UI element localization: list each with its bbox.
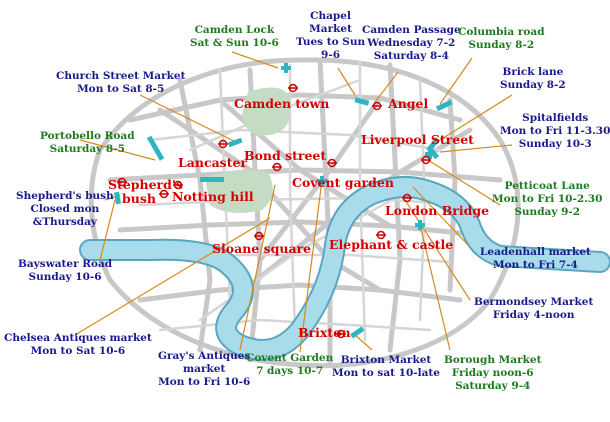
market-bar-icon (146, 135, 165, 161)
tube-roundel-icon (402, 193, 412, 203)
market-bar-icon (350, 326, 365, 339)
tube-roundel-icon (421, 155, 431, 165)
market-bar-icon (200, 177, 224, 182)
market-chelsea-antiques: Chelsea Antiques market Mon to Sat 10-6 (4, 332, 152, 357)
market-bar-icon (227, 137, 243, 148)
tube-roundel-icon (173, 180, 183, 190)
place-brixton: Brixton (298, 325, 351, 340)
market-cross-icon (425, 152, 435, 156)
tube-roundel-icon (117, 177, 127, 187)
market-bar-icon (354, 97, 370, 106)
place-covent-garden: Covent garden (292, 175, 394, 190)
market-columbia-road: Columbia road Sunday 8-2 (458, 26, 545, 51)
market-bar-icon (114, 191, 122, 205)
tube-roundel-icon (288, 83, 298, 93)
market-cross-icon (281, 66, 291, 70)
tube-stations (117, 83, 431, 339)
tube-roundel-icon (159, 189, 169, 199)
tube-roundel-icon (327, 158, 337, 168)
place-elephant-castle: Elephant & castle (329, 237, 454, 252)
tube-roundel-icon (336, 329, 346, 339)
tube-roundel-icon (372, 101, 382, 111)
market-cross-icon (415, 223, 425, 227)
market-portobello-road: Portobello Road Saturday 8-5 (40, 130, 135, 155)
place-london-bridge: London Bridge (385, 203, 490, 218)
place-angel: Angel (388, 96, 429, 111)
tube-roundel-icon (254, 231, 264, 241)
market-markers (114, 63, 453, 339)
place-stepherds-bush: Stepherd's bush (108, 177, 183, 206)
market-camden-lock: Camden Lock Sat & Sun 10-6 (190, 24, 279, 49)
market-covent-garden: Covent Garden 7 days 10-7 (246, 352, 334, 377)
tube-roundel-icon (376, 230, 386, 240)
tube-roundel-icon (218, 139, 228, 149)
market-borough: Borough Market Friday noon-6 Saturday 9-… (444, 354, 542, 392)
regents-park (242, 87, 291, 136)
river-thames-water (81, 177, 609, 359)
place-camden-town: Camden town (234, 96, 330, 111)
market-brick-lane: Brick lane Sunday 8-2 (500, 66, 566, 91)
place-lancaster: Lancaster (178, 155, 248, 170)
market-chapel: Chapel Market Tues to Sun 9-6 (296, 10, 366, 61)
place-liverpool-street: Liverpool Street (361, 132, 474, 147)
tube-roundel-icon (272, 162, 282, 172)
place-sloane-square: Sloane square (212, 241, 312, 256)
leader-lines (74, 51, 513, 353)
market-church-street: Church Street Market Mon to Sat 8-5 (56, 70, 186, 95)
market-bermondsey: Bermondsey Market Friday 4-noon (474, 296, 594, 321)
place-notting-hill: Notting hill (172, 189, 254, 204)
market-bayswater-road: Bayswater Road Sunday 10-6 (18, 258, 113, 283)
market-grays-antiques: Gray's Antiques market Mon to Fri 10-6 (158, 350, 251, 388)
place-bond-street: Bond street (244, 148, 327, 163)
market-cross-icon (317, 179, 327, 183)
market-spitalfields: Spitalfields Mon to Fri 11-3.30 Sunday 1… (500, 112, 610, 150)
market-bar-icon (435, 99, 453, 112)
market-camden-passage: Camden Passage Wednesday 7-2 Saturday 8-… (362, 24, 461, 62)
market-shepherds-bush: Shepherd's bush Closed mon &Thursday (16, 190, 114, 228)
market-petticoat-lane: Petticoat Lane Mon to Fri 10-2.30 Sunday… (492, 180, 603, 218)
market-leadenhall: Leadenhall market Mon to Fri 7-4 (480, 246, 591, 271)
market-brixton: Brixton Market Mon to sat 10-late (332, 354, 440, 379)
